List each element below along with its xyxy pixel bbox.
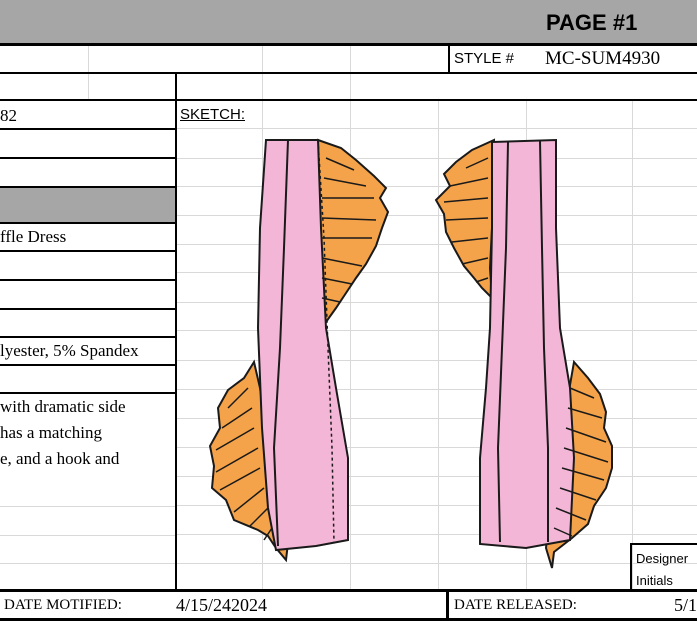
dress-sketch [208, 138, 613, 569]
date-released-value: 5/1/ [674, 595, 697, 615]
dress-front-view [208, 138, 390, 563]
dress-back-view [434, 138, 613, 569]
date-modified-value: 4/15/242024 [176, 595, 268, 615]
page-number-label: PAGE #1 [546, 10, 638, 35]
page-header-bar [0, 0, 697, 43]
garment-name-value: ffle Dress [0, 227, 67, 246]
style-number-value: MC-SUM4930 [545, 48, 661, 69]
front-dress-body [256, 139, 349, 552]
section-header-bar [0, 188, 175, 222]
style-number-label: STYLE # [454, 50, 515, 67]
designer-initials-label-1: Designer [636, 551, 689, 566]
sketch-label: SKETCH: [180, 106, 246, 123]
row-value-82: 82 [0, 106, 17, 125]
description-line-3: e, and a hook and [0, 449, 120, 468]
date-released-label: DATE RELEASED: [454, 597, 577, 613]
designer-initials-label-2: Initials [636, 573, 673, 588]
fabric-content-value: lyester, 5% Spandex [0, 341, 139, 360]
date-modified-label: DATE MOTIFIED: [4, 597, 122, 613]
description-line-2: has a matching [0, 423, 102, 442]
description-line-1: with dramatic side [0, 397, 126, 416]
back-dress-body [479, 138, 576, 550]
